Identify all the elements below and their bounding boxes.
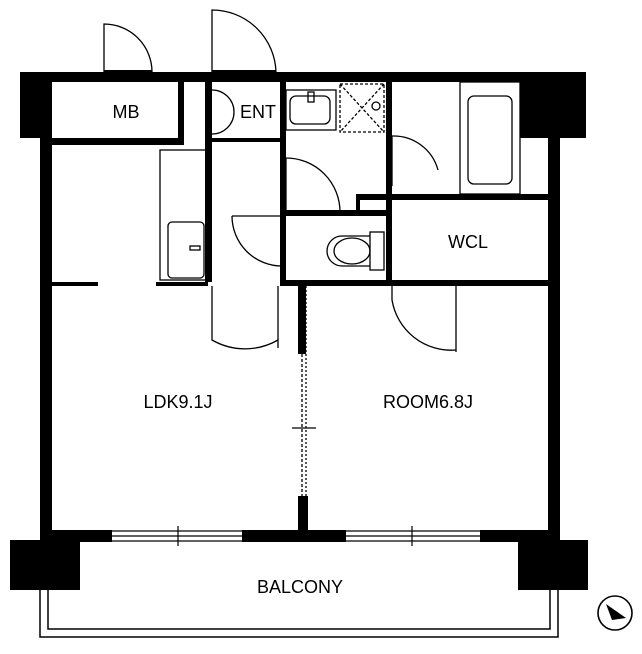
balcony-window-right: [346, 526, 480, 546]
room-label-ent: ENT: [240, 102, 276, 122]
room-label-wcl: WCL: [448, 232, 488, 252]
sliding-door: [292, 286, 316, 496]
room-label-mb: MB: [113, 102, 140, 122]
washing-machine-pan: [339, 83, 385, 133]
north-arrow-icon: [597, 595, 633, 631]
room-label-ldk: LDK9.1J: [143, 392, 212, 412]
room-label-room: ROOM6.8J: [383, 392, 473, 412]
exterior-walls: [10, 72, 588, 590]
balcony-railing: [39, 590, 559, 638]
door-swings: [103, 9, 457, 352]
room-label-balcony: BALCONY: [257, 577, 343, 597]
interior-walls: [52, 82, 548, 354]
balcony-window-left: [112, 526, 242, 546]
bathtub: [459, 81, 521, 195]
toilet: [326, 231, 385, 271]
kitchen-counter: [159, 149, 207, 281]
washbasin: [285, 89, 337, 131]
